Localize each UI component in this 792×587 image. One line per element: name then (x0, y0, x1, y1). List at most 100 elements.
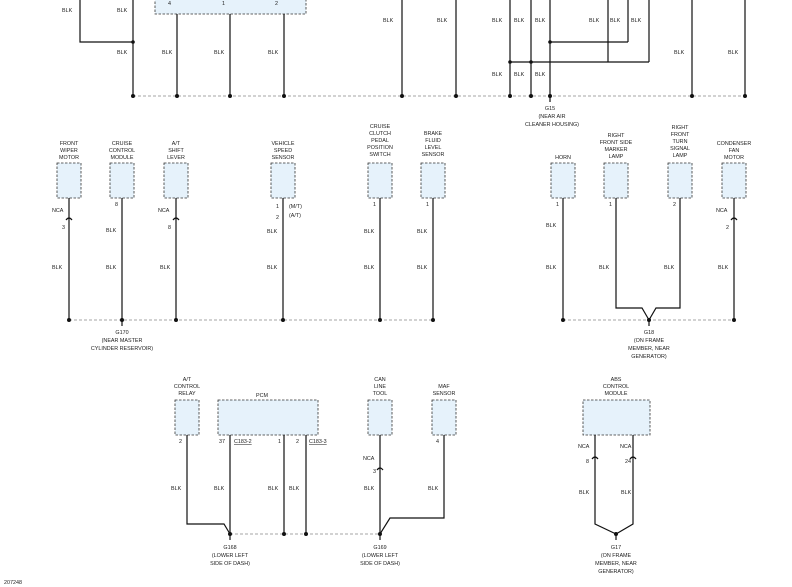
svg-text:BLK: BLK (546, 223, 557, 229)
wire-color-label: BLK (610, 18, 621, 24)
svg-text:8: 8 (586, 459, 589, 465)
wire-color-label: BLK (535, 18, 546, 24)
svg-text:BLK: BLK (417, 265, 428, 271)
ground-location: (NEAR AIR (539, 114, 566, 120)
svg-text:2: 2 (276, 215, 279, 221)
svg-text:BLK: BLK (267, 229, 278, 235)
wire-color-label: BLK (674, 50, 685, 56)
wire-color-label: BLK (728, 50, 739, 56)
wire-color-label: BLK (117, 50, 128, 56)
svg-text:HORN: HORN (555, 155, 571, 161)
svg-text:BLK: BLK (214, 486, 225, 492)
svg-text:SWITCH: SWITCH (369, 152, 390, 158)
ground-id: G170 (115, 330, 128, 336)
svg-text:BLK: BLK (546, 265, 557, 271)
wire-color-label: BLK (437, 18, 448, 24)
svg-text:BLK: BLK (428, 486, 439, 492)
top-section: 4 1 2 BLK BLK BLK BLK BLK BLK BLK BLK BL… (62, 0, 747, 128)
svg-text:LEVEL: LEVEL (425, 145, 442, 151)
svg-text:GENERATOR): GENERATOR) (631, 354, 667, 360)
middle-section: FRONT WIPER MOTOR NCA 3 BLK CRUISE CONTR… (52, 124, 751, 360)
svg-text:MODULE: MODULE (604, 391, 627, 397)
pin-label: 3 (62, 225, 65, 231)
svg-text:FRONT SIDE: FRONT SIDE (600, 140, 633, 146)
svg-text:NCA: NCA (716, 208, 728, 214)
brake-fluid-level-sensor: BRAKE FLUID LEVEL SENSOR 1 BLK BLK (417, 131, 446, 320)
wire-color-label: BLK (492, 72, 503, 78)
svg-text:1: 1 (373, 202, 376, 208)
ground-id: G169 (373, 545, 386, 551)
svg-text:24: 24 (625, 459, 631, 465)
svg-text:BLK: BLK (267, 265, 278, 271)
ground-location: CLEANER HOUSING) (525, 122, 579, 128)
right-front-turn-signal-lamp: RIGHT FRONT TURN SIGNAL LAMP 2 BLK (648, 125, 693, 321)
wire-color-label: BLK (514, 18, 525, 24)
svg-text:TURN: TURN (673, 139, 688, 145)
vehicle-speed-sensor: VEHICLE SPEED SENSOR 1 (M/T) 2 (A/T) BLK… (267, 141, 302, 320)
svg-text:CAN: CAN (374, 377, 385, 383)
svg-text:2: 2 (673, 202, 676, 208)
svg-text:1: 1 (276, 204, 279, 210)
wire-color-label: BLK (162, 50, 173, 56)
svg-text:CRUISE: CRUISE (112, 141, 133, 147)
svg-text:RIGHT: RIGHT (672, 125, 689, 131)
figure-id: 207248 (4, 580, 22, 586)
svg-text:SENSOR: SENSOR (422, 152, 445, 158)
svg-text:A/T: A/T (172, 141, 181, 147)
svg-text:8: 8 (168, 225, 171, 231)
svg-text:RELAY: RELAY (178, 391, 196, 397)
svg-text:FRONT: FRONT (671, 132, 690, 138)
svg-text:MOTOR: MOTOR (724, 155, 744, 161)
svg-text:C183-2: C183-2 (234, 439, 252, 445)
svg-text:4: 4 (436, 439, 439, 445)
pcm: PCM 37 C183-2 1 2 C183-3 BLK BLK BLK (214, 393, 327, 534)
svg-text:SIDE OF DASH): SIDE OF DASH) (360, 561, 400, 567)
svg-text:POSITION: POSITION (367, 145, 393, 151)
svg-text:BLK: BLK (364, 486, 375, 492)
wire-color-label: BLK (52, 265, 63, 271)
front-wiper-motor: FRONT WIPER MOTOR NCA 3 BLK (52, 141, 82, 320)
svg-text:1: 1 (609, 202, 612, 208)
svg-text:NCA: NCA (363, 456, 375, 462)
svg-text:NCA: NCA (158, 208, 170, 214)
svg-text:BLK: BLK (268, 486, 279, 492)
svg-text:BLK: BLK (171, 486, 182, 492)
svg-text:BLK: BLK (664, 265, 675, 271)
top-component-box (154, 0, 307, 15)
wire-color-label: BLK (383, 18, 394, 24)
wire-color-label: BLK (492, 18, 503, 24)
svg-text:8: 8 (115, 202, 118, 208)
svg-text:(ON FRAME: (ON FRAME (634, 338, 665, 344)
svg-text:BLK: BLK (106, 265, 117, 271)
wire-color-label: BLK (514, 72, 525, 78)
svg-text:CRUISE: CRUISE (370, 124, 391, 130)
svg-text:1: 1 (278, 439, 281, 445)
svg-text:MEMBER, NEAR: MEMBER, NEAR (628, 346, 670, 352)
svg-text:CONTROL: CONTROL (174, 384, 200, 390)
svg-text:1: 1 (426, 202, 429, 208)
svg-text:VEHICLE: VEHICLE (271, 141, 294, 147)
cruise-clutch-switch: CRUISE CLUTCH PEDAL POSITION SWITCH 1 BL… (364, 124, 393, 320)
wire-color-label: BLK (535, 72, 546, 78)
pcm-label: PCM (256, 393, 268, 399)
pin-label: 2 (275, 1, 278, 7)
svg-text:BLK: BLK (599, 265, 610, 271)
component-name: FRONT (60, 141, 79, 147)
wire-color-label: BLK (62, 8, 73, 14)
abs-control-module: ABS CONTROL MODULE NCA NCA 8 24 BLK BLK (578, 377, 651, 535)
svg-text:CLUTCH: CLUTCH (369, 131, 391, 137)
svg-text:MEMBER, NEAR: MEMBER, NEAR (595, 561, 637, 567)
svg-text:1: 1 (556, 202, 559, 208)
svg-text:PEDAL: PEDAL (371, 138, 389, 144)
maf-sensor: MAF SENSOR 4 BLK (379, 384, 457, 535)
svg-text:(ON FRAME: (ON FRAME (601, 553, 632, 559)
svg-text:C183-3: C183-3 (309, 439, 327, 445)
svg-text:ABS: ABS (611, 377, 622, 383)
condenser-fan-motor: CONDENSER FAN MOTOR NCA 2 BLK (716, 141, 751, 320)
svg-text:CONTROL: CONTROL (603, 384, 629, 390)
svg-text:SIDE OF DASH): SIDE OF DASH) (210, 561, 250, 567)
svg-text:2: 2 (179, 439, 182, 445)
wire-color-label: BLK (631, 18, 642, 24)
wire-color-label: BLK (117, 8, 128, 14)
component-name: MOTOR (59, 155, 79, 161)
